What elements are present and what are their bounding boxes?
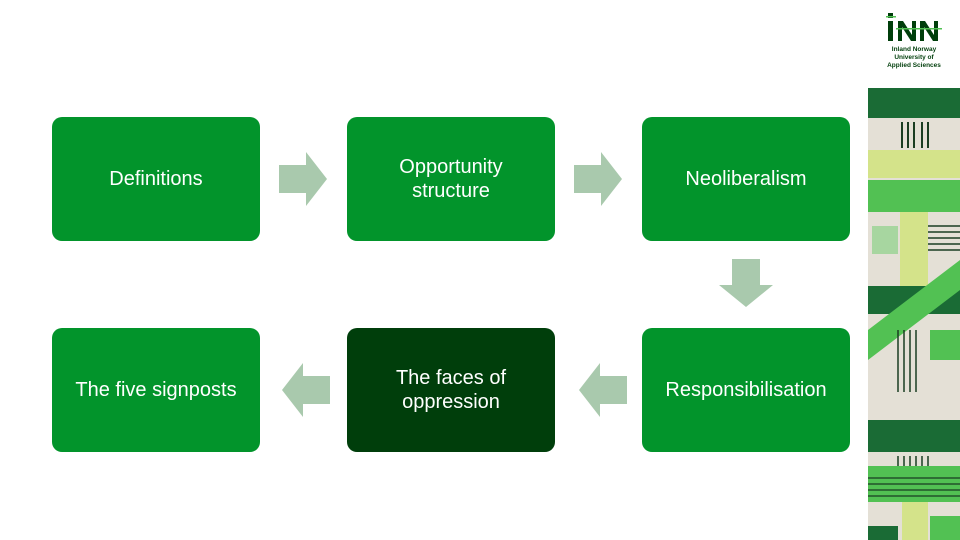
logo-text-line2: University of (894, 54, 934, 61)
logo-text-line1: Inland Norway (891, 46, 937, 53)
box-faces-of-oppression-label: The faces of oppression (395, 367, 507, 413)
decorative-sidebar-pattern (868, 0, 960, 540)
box-neoliberalism: Neoliberalism (642, 117, 850, 241)
box-definitions-label: Definitions (109, 168, 203, 190)
logo-text-line3: Applied Sciences (887, 62, 941, 69)
arrow-right-icon (279, 152, 327, 206)
university-logo: Inland Norway University of Applied Scie… (868, 0, 960, 88)
box-neoliberalism-label: Neoliberalism (685, 168, 807, 190)
box-definitions: Definitions (52, 117, 260, 241)
university-name: Inland Norway University of Applied Scie… (874, 46, 954, 70)
box-responsibilisation: Responsibilisation (642, 328, 850, 452)
arrow-left-icon (282, 363, 330, 417)
box-five-signposts: The five signposts (52, 328, 260, 452)
arrow-right-icon (574, 152, 622, 206)
box-five-signposts-label: The five signposts (75, 379, 237, 401)
box-faces-of-oppression: The faces of oppression (347, 328, 555, 452)
box-responsibilisation-label: Responsibilisation (665, 379, 827, 401)
box-opportunity-structure-label: Opportunity structure (399, 156, 503, 202)
arrow-left-icon (579, 363, 627, 417)
inn-logo-icon (886, 13, 942, 41)
box-opportunity-structure: Opportunity structure (347, 117, 555, 241)
arrow-down-icon (719, 259, 773, 307)
